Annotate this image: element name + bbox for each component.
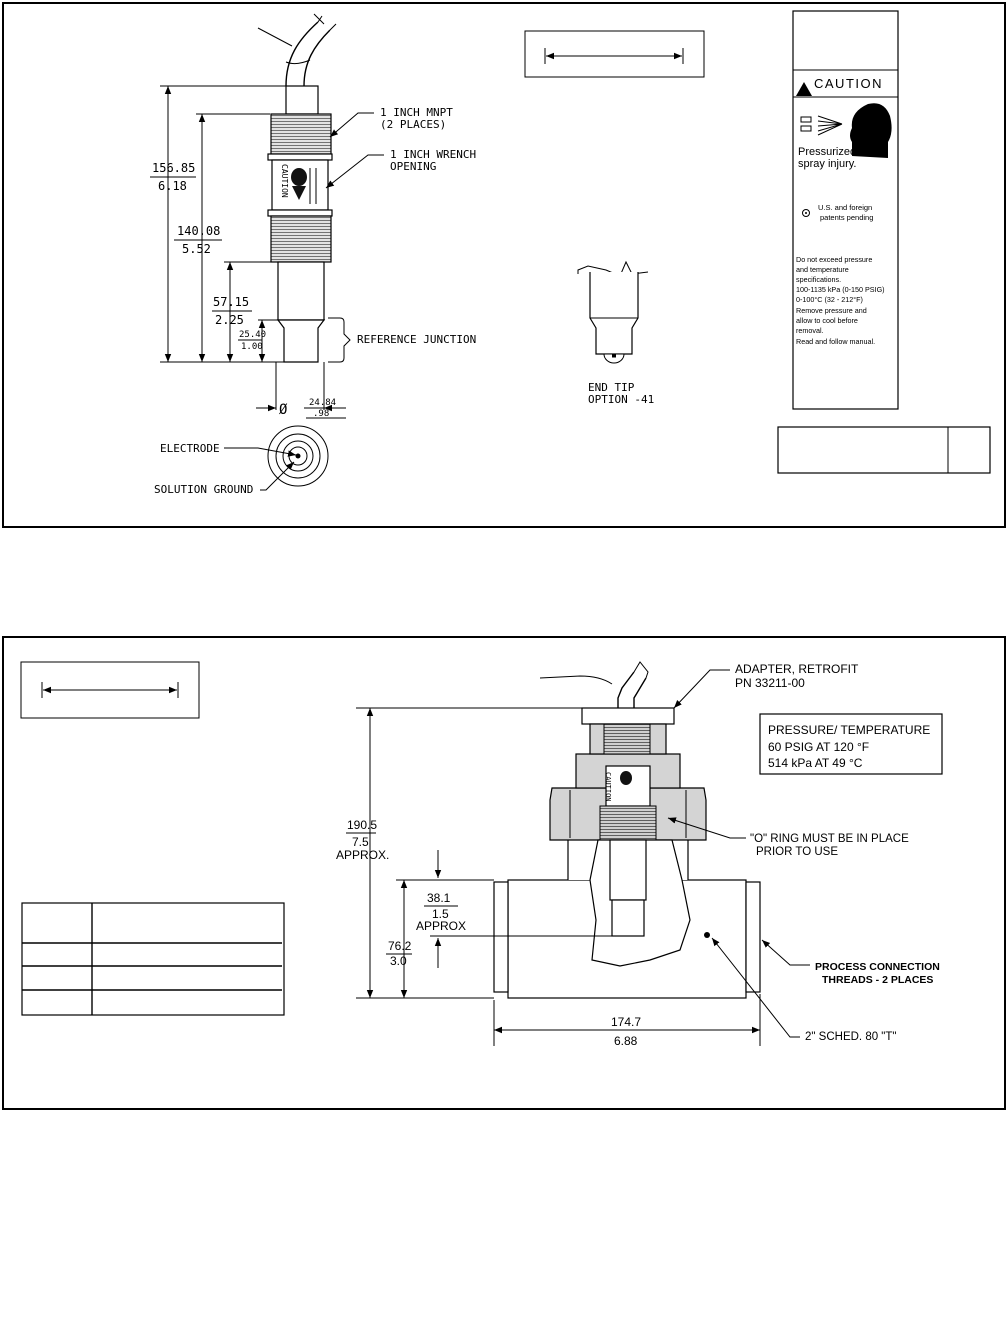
- callout-mnpt-places: (2 PLACES): [380, 118, 446, 131]
- dim-thread-mm: 140.08: [177, 224, 220, 238]
- end-tip-label: END TIP: [588, 381, 635, 394]
- figure-1-frame: [2, 2, 1006, 528]
- dim-height-note: APPROX.: [336, 848, 389, 862]
- instruction-line: Remove pressure and: [796, 306, 867, 315]
- pt-title: PRESSURE/ TEMPERATURE: [768, 723, 930, 737]
- pt-line-2: 514 kPa AT 49 °C: [768, 756, 863, 770]
- dim-insertion-mm: 38.1: [427, 891, 451, 905]
- caution-title: CAUTION: [814, 76, 883, 91]
- diameter-symbol: Ø: [279, 402, 288, 418]
- instruction-line: removal.: [796, 326, 824, 335]
- dim-body-in: 2.25: [215, 313, 244, 327]
- end-tip-option: OPTION -41: [588, 393, 654, 406]
- dim-overall-in: 6.18: [158, 179, 187, 193]
- warning-triangle-icon: [796, 82, 812, 96]
- instruction-line: Read and follow manual.: [796, 337, 875, 346]
- callout-process-threads: THREADS - 2 PLACES: [822, 974, 933, 986]
- fig2-empty-table: [21, 902, 285, 1016]
- instruction-line: allow to cool before: [796, 316, 858, 325]
- instruction-line: specifications.: [796, 275, 841, 284]
- callout-wrench: 1 INCH WRENCH: [390, 148, 476, 161]
- fig2-dimension-labels: 190.5 7.5 APPROX. 38.1 1.5 APPROX 76.2 3…: [336, 818, 641, 1048]
- hazard-line-1: Pressurized: [798, 146, 856, 158]
- dim-length-mm: 174.7: [611, 1015, 641, 1029]
- callout-tee: 2" SCHED. 80 "T": [805, 1031, 897, 1043]
- probe-caution-text: CAUTION: [280, 164, 289, 198]
- end-tip-drawing: END TIP OPTION -41: [577, 260, 654, 406]
- dim-junction-in: 1.00: [241, 342, 263, 352]
- dim-thread-in: 5.52: [182, 242, 211, 256]
- dim-junction-mm: 25.40: [239, 330, 266, 340]
- callout-mnpt: 1 INCH MNPT: [380, 106, 453, 119]
- dim-body-mm: 57.15: [213, 295, 249, 309]
- retrofit-assembly-drawing: CAUTION: [493, 661, 761, 999]
- callout-wrench-opening: OPENING: [390, 160, 436, 173]
- sensor-probe-drawing: CAUTION: [257, 13, 337, 487]
- callout-oring: "O" RING MUST BE IN PLACE: [750, 833, 909, 845]
- instruction-line: Do not exceed pressure: [796, 255, 872, 264]
- hazard-line-2: spray injury.: [798, 158, 856, 170]
- callout-process-connection: PROCESS CONNECTION: [815, 961, 940, 973]
- callout-reference-junction: REFERENCE JUNCTION: [357, 333, 476, 346]
- pt-line-1: 60 PSIG AT 120 °F: [768, 740, 869, 754]
- dim-pipe-in: 3.0: [390, 954, 407, 968]
- patents-line-2: patents pending: [820, 213, 873, 222]
- instruction-line: 100-1135 kPa (0-150 PSIG): [796, 285, 885, 294]
- fig2-callouts: ADAPTER, RETROFIT PN 33211-00 "O" RING M…: [667, 662, 940, 1043]
- callout-adapter: ADAPTER, RETROFIT: [735, 662, 859, 676]
- patents-line-1: U.S. and foreign: [818, 203, 872, 212]
- fig2-scale-box: [20, 661, 200, 719]
- dim-pipe-mm: 76.2: [388, 939, 412, 953]
- spray-head-icon: [850, 103, 892, 158]
- fig1-scale-box: [524, 30, 705, 78]
- callout-adapter-pn: PN 33211-00: [735, 676, 805, 690]
- figure-2-frame: [2, 636, 1006, 1110]
- fig1-dimension-lines: [150, 85, 346, 419]
- dim-insertion-in: 1.5: [432, 907, 449, 921]
- callout-solution-ground: SOLUTION GROUND: [154, 483, 253, 496]
- callout-oring-prior: PRIOR TO USE: [756, 846, 838, 858]
- fig1-callouts: 1 INCH MNPT (2 PLACES) 1 INCH WRENCH OPE…: [154, 106, 476, 496]
- instruction-line: 0-100°C (32 - 212°F): [796, 295, 863, 304]
- pressure-temperature-box: PRESSURE/ TEMPERATURE 60 PSIG AT 120 °F …: [759, 713, 943, 775]
- dim-overall-mm: 156.85: [152, 161, 195, 175]
- fig2-probe-caution-text: CAUTION: [604, 772, 612, 802]
- dim-length-in: 6.88: [614, 1034, 638, 1048]
- dim-insertion-note: APPROX: [416, 919, 466, 933]
- fig1-title-block: [777, 426, 991, 474]
- dim-height-mm: 190.5: [347, 818, 377, 832]
- instruction-line: and temperature: [796, 265, 849, 274]
- dim-dia-in: .98: [313, 409, 329, 419]
- dim-height-in: 7.5: [352, 835, 369, 849]
- caution-label: CAUTION Pressurized spray injury. U.S. a…: [792, 10, 899, 410]
- patent-icon: [802, 209, 810, 217]
- callout-electrode: ELECTRODE: [160, 442, 220, 455]
- caution-instructions: Do not exceed pressure and temperature s…: [796, 255, 885, 346]
- dim-dia-mm: 24.84: [309, 398, 336, 408]
- fig2-dimension-lines: [346, 707, 761, 1046]
- fig1-dimension-labels: 156.85 6.18 140.08 5.52 57.15 2.25 25.40…: [152, 161, 336, 419]
